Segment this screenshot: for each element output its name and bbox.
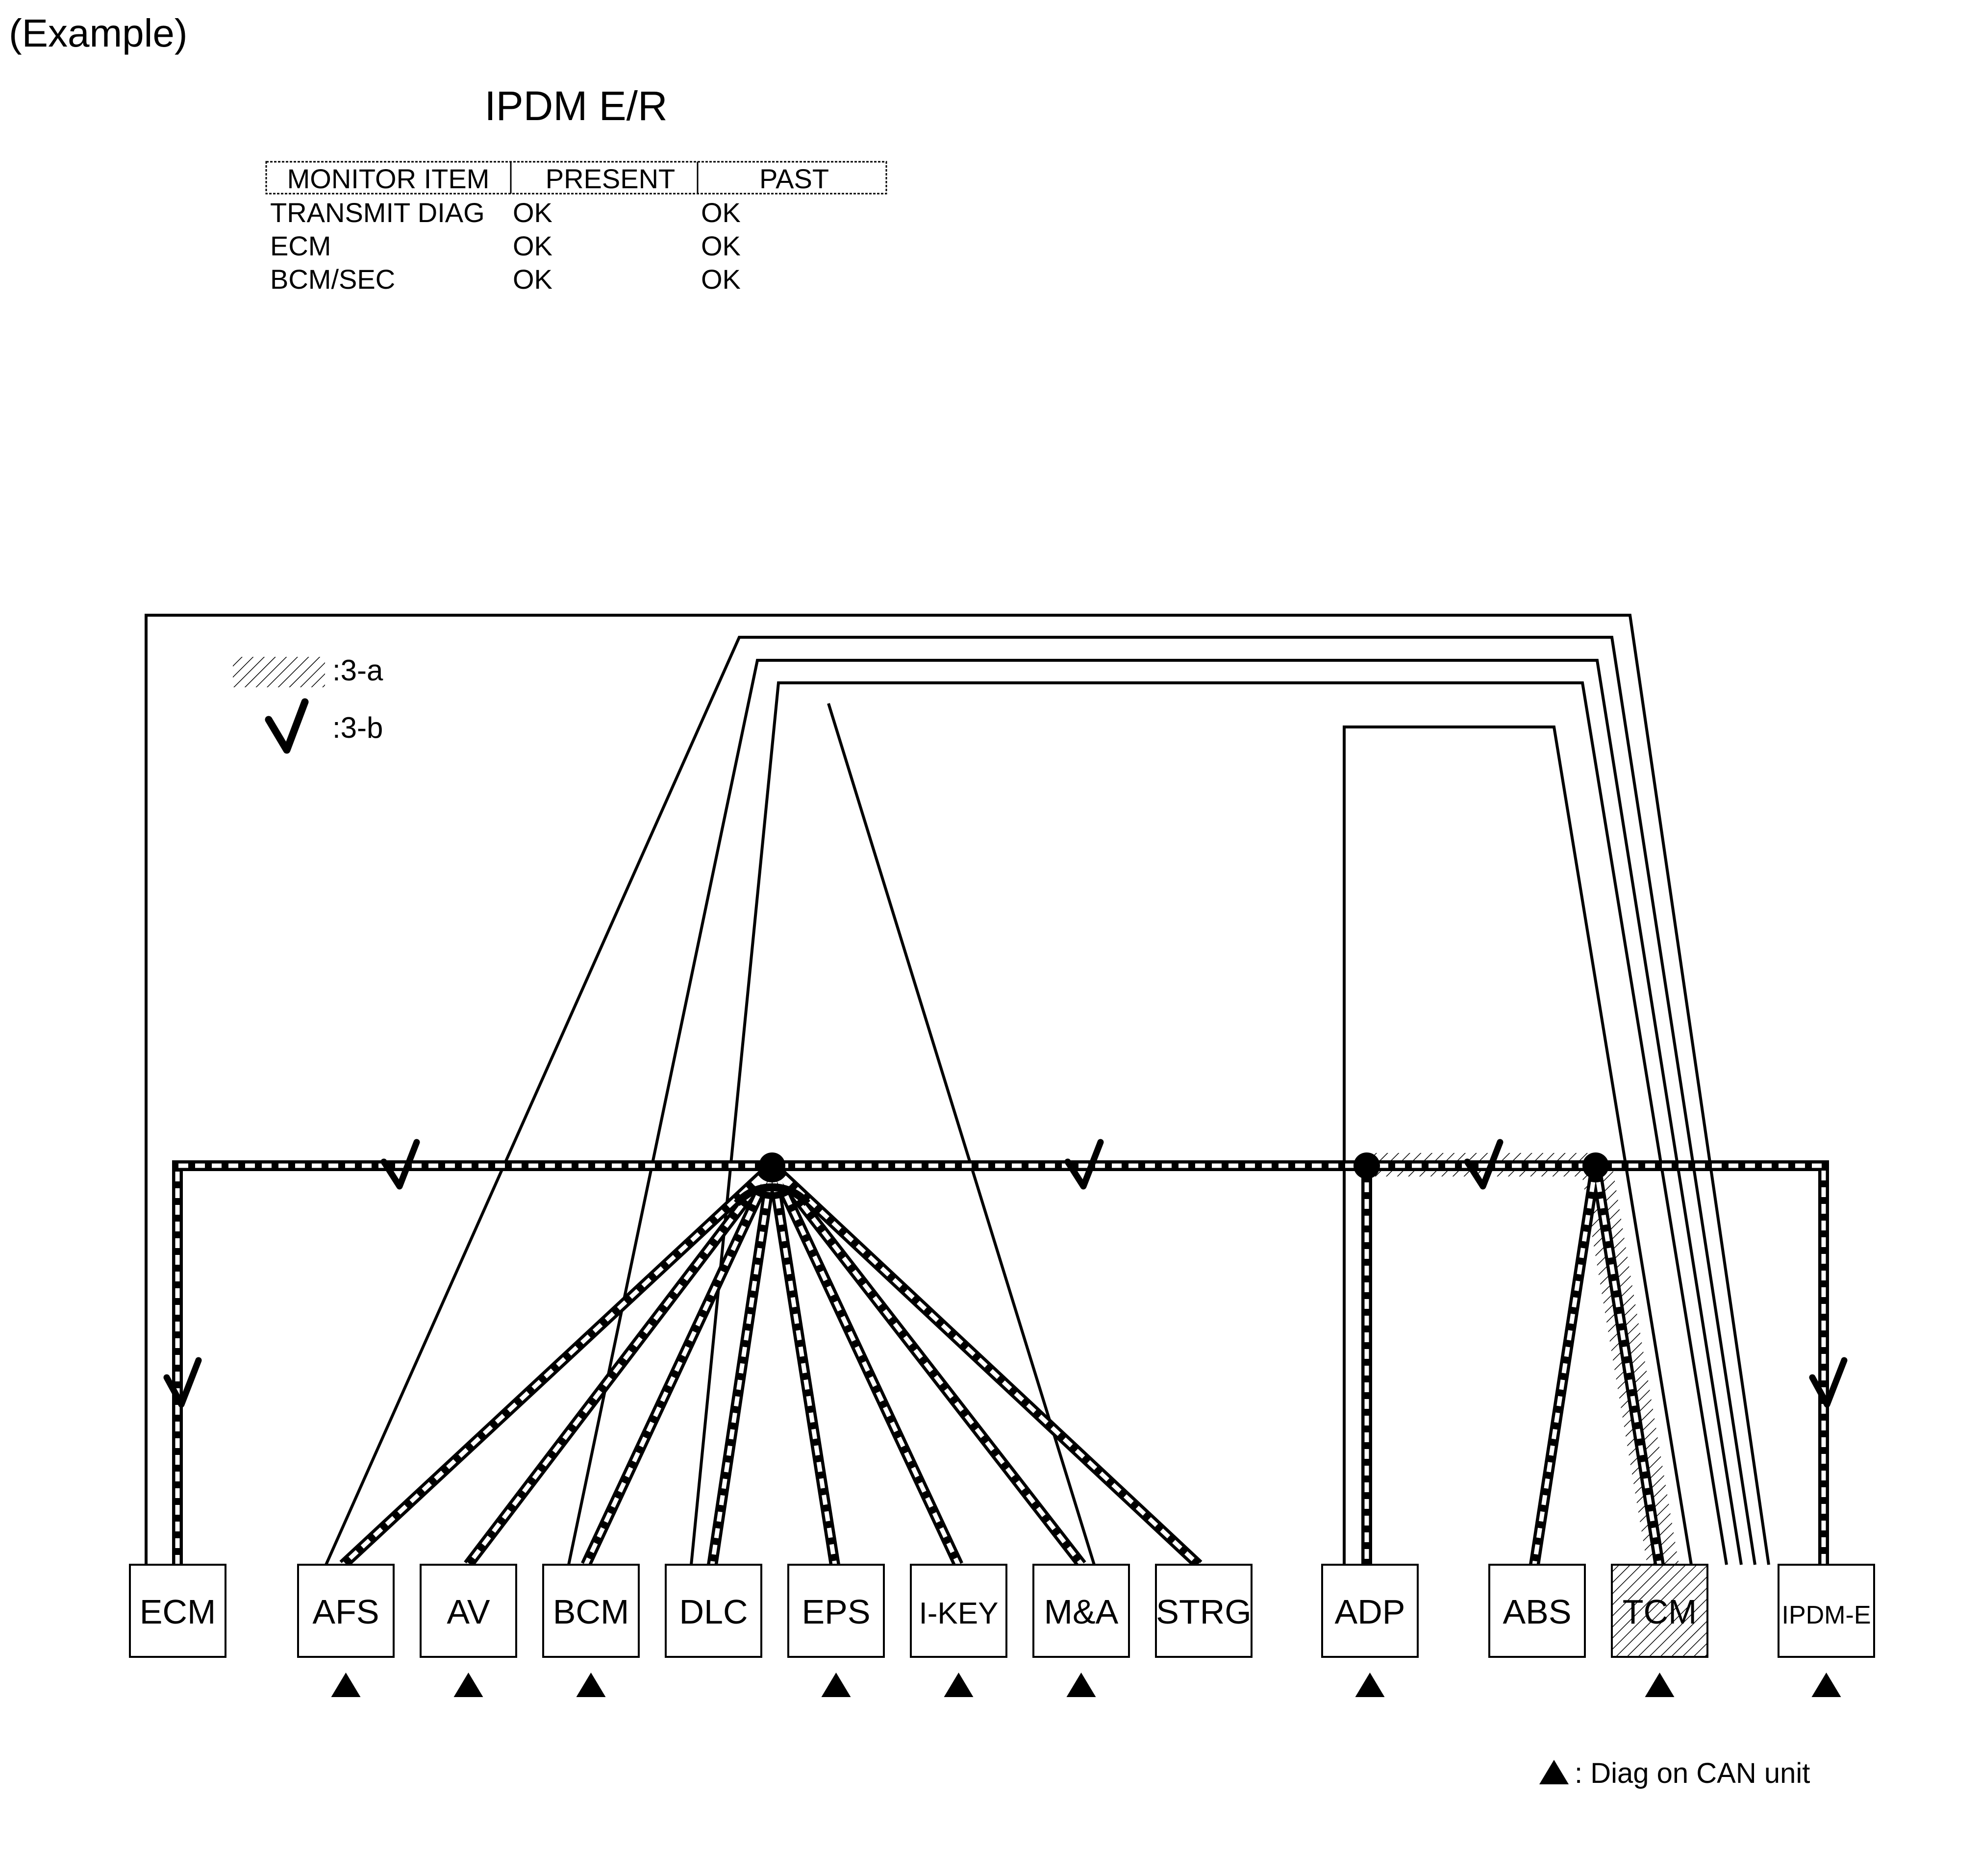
- unit-label: I-KEY: [919, 1597, 999, 1630]
- unit-label: AFS: [312, 1593, 379, 1631]
- check-legend-label: :3-b: [332, 711, 383, 744]
- row-past: OK: [701, 264, 741, 295]
- legend: :3-a :3-b: [233, 654, 383, 754]
- unit-label: STRG: [1156, 1593, 1251, 1631]
- junction-arc: [733, 1183, 811, 1206]
- unit-box: [129, 1564, 226, 1658]
- unit-strg: STRG: [1155, 1564, 1253, 1658]
- example-label: (Example): [9, 11, 188, 55]
- diag-triangle-icon: [1811, 1673, 1841, 1697]
- diag-legend-label: : Diag on CAN unit: [1575, 1757, 1810, 1789]
- check-marks: [163, 1139, 1848, 1408]
- diag-triangle-icon: [576, 1673, 606, 1697]
- diag-legend: : Diag on CAN unit: [1539, 1757, 1810, 1789]
- wires: [145, 614, 1770, 1566]
- unit-box: [297, 1564, 395, 1658]
- diag-triangle-icon: [1645, 1673, 1675, 1697]
- row-present: OK: [513, 197, 552, 228]
- junction-dot: [759, 1152, 785, 1179]
- unit-box: [1032, 1564, 1130, 1658]
- row-item: ECM: [270, 230, 331, 261]
- unit-box: [787, 1564, 885, 1658]
- unit-label: ABS: [1503, 1593, 1571, 1631]
- monitor-title: IPDM E/R: [484, 83, 667, 129]
- row-item: TRANSMIT DIAG: [270, 197, 485, 228]
- unit-label: BCM: [553, 1593, 629, 1631]
- wire-adp: [1343, 725, 1693, 1565]
- hatch-legend-swatch: [233, 657, 325, 687]
- header-present: PRESENT: [546, 163, 676, 194]
- unit-tcm: TCM: [1611, 1564, 1708, 1697]
- unit-box: [420, 1564, 517, 1658]
- junction-dot: [1353, 1152, 1380, 1179]
- unit-box: [1611, 1564, 1708, 1658]
- wire-ecm: [145, 614, 1770, 1565]
- diag-triangle-icon: [944, 1673, 974, 1697]
- junction-dot: [1582, 1152, 1609, 1179]
- diag-triangle-icon: [453, 1673, 483, 1697]
- unit-box: [910, 1564, 1007, 1658]
- unit-bcm: BCM: [542, 1564, 640, 1697]
- can-bus: [172, 1160, 1829, 1569]
- header-past: PAST: [759, 163, 829, 194]
- junctions: [759, 1152, 1609, 1179]
- unit-box: [1155, 1564, 1253, 1658]
- triangle-icon: [1539, 1760, 1569, 1784]
- check-icon: [265, 698, 309, 754]
- check-icon: [1809, 1357, 1848, 1408]
- units: ECM AFS AV BCM DLC EPS I-KEY M&A STRG ADP ABS TCM IP…: [129, 1564, 1875, 1697]
- unit-label: EPS: [802, 1593, 870, 1631]
- wire-dlc: [690, 681, 1728, 1565]
- can-main-line: [172, 1160, 1829, 1565]
- unit-dlc: DLC: [665, 1564, 762, 1658]
- unit-box: [1488, 1564, 1586, 1658]
- diag-triangle-icon: [1355, 1673, 1385, 1697]
- row-past: OK: [701, 230, 741, 261]
- wire-afs: [325, 636, 1756, 1566]
- unit-abs: ABS: [1488, 1564, 1586, 1658]
- row-present: OK: [513, 230, 552, 261]
- diag-triangle-icon: [821, 1673, 851, 1697]
- unit-box: [542, 1564, 640, 1658]
- unit-ecm: ECM: [129, 1564, 226, 1658]
- header-monitor-item: MONITOR ITEM: [287, 163, 490, 194]
- unit-box: [1778, 1564, 1875, 1658]
- wire-bcm: [567, 659, 1743, 1565]
- check-icon: [380, 1139, 420, 1190]
- unit-label: IPDM-E: [1782, 1601, 1871, 1629]
- unit-box: [665, 1564, 762, 1658]
- unit-label: TCM: [1623, 1593, 1697, 1631]
- unit-av: AV: [420, 1564, 517, 1697]
- diag-triangle-icon: [1066, 1673, 1096, 1697]
- check-icon: [1464, 1139, 1504, 1190]
- monitor-table: MONITOR ITEM PRESENT PAST TRANSMIT DIAG …: [265, 161, 887, 295]
- diag-triangle-icon: [331, 1673, 361, 1697]
- unit-afs: AFS: [297, 1564, 395, 1697]
- unit-label: AV: [447, 1593, 490, 1631]
- unit-label: ECM: [140, 1593, 216, 1631]
- unit-adp: ADP: [1321, 1564, 1419, 1697]
- check-icon: [1064, 1139, 1104, 1190]
- unit-ikey: I-KEY: [910, 1564, 1007, 1697]
- row-present: OK: [513, 264, 552, 295]
- unit-label: M&A: [1044, 1593, 1119, 1631]
- unit-label: DLC: [679, 1593, 748, 1631]
- hatch-legend-label: :3-a: [332, 654, 383, 687]
- unit-label: ADP: [1335, 1593, 1405, 1631]
- unit-ipdme: IPDM-E: [1778, 1564, 1875, 1697]
- check-icon: [163, 1357, 202, 1408]
- unit-ma: M&A: [1032, 1564, 1130, 1697]
- row-item: BCM/SEC: [270, 264, 395, 295]
- unit-box: [1321, 1564, 1419, 1658]
- unit-eps: EPS: [787, 1564, 885, 1697]
- row-past: OK: [701, 197, 741, 228]
- error-highlight: [1368, 1153, 1679, 1565]
